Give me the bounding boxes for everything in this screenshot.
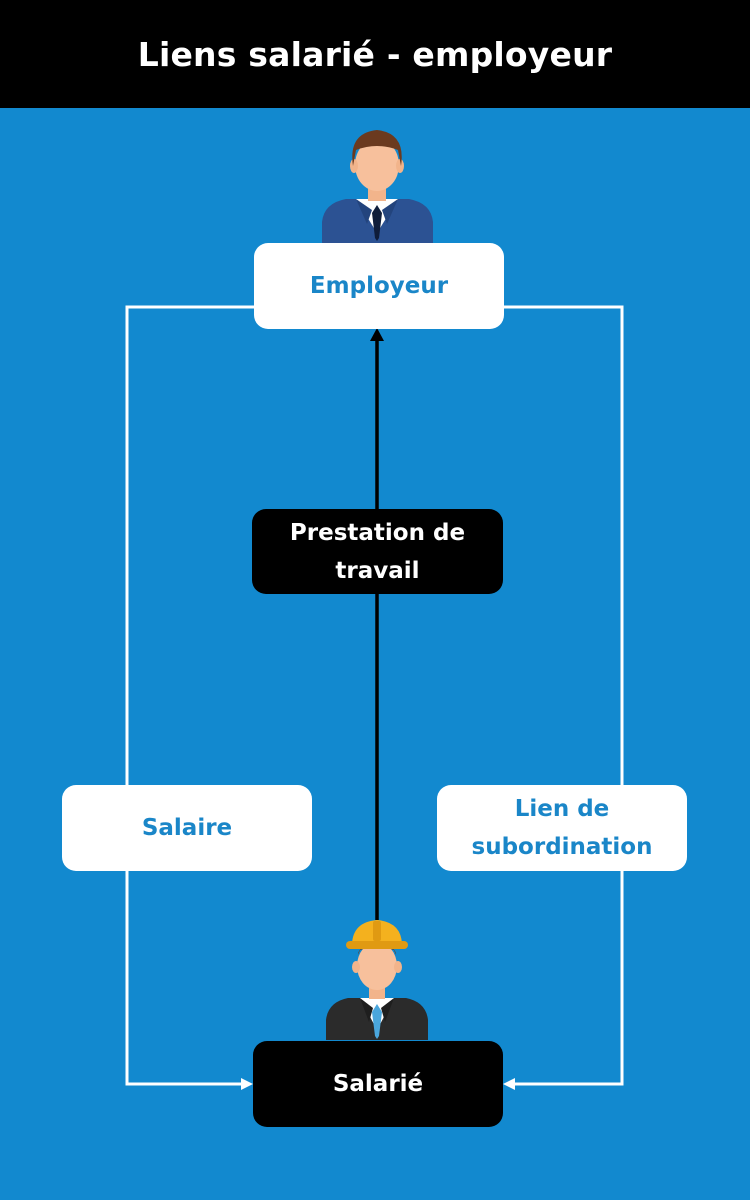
- diagram-title: Liens salarié - employeur: [137, 34, 613, 74]
- salary-connector: [125, 305, 254, 1086]
- work-label-line1: Prestation de: [289, 519, 466, 546]
- subordination-node: Lien de subordination: [437, 785, 687, 871]
- employee-label: Salarié: [332, 1071, 424, 1097]
- businessman-icon: [322, 130, 433, 243]
- worker-hardhat-icon: [326, 920, 428, 1040]
- subordination-label-line2: subordination: [471, 834, 653, 860]
- employee-node: Salarié: [253, 1041, 503, 1127]
- work-node: Prestation de travail: [252, 509, 503, 594]
- salary-label: Salaire: [141, 815, 233, 841]
- title-bar: Liens salarié - employeur: [0, 0, 750, 108]
- subordination-arrowhead-icon: [503, 1078, 515, 1090]
- work-label-line2: travail: [335, 557, 420, 584]
- subordination-label-line1: Lien de: [514, 796, 610, 822]
- work-arrowhead-icon: [370, 328, 384, 341]
- salary-node: Salaire: [62, 785, 312, 871]
- employer-node: Employeur: [254, 243, 504, 329]
- salary-arrowhead-icon: [241, 1078, 253, 1090]
- employer-label: Employeur: [309, 273, 449, 299]
- subordination-connector: [503, 305, 624, 1086]
